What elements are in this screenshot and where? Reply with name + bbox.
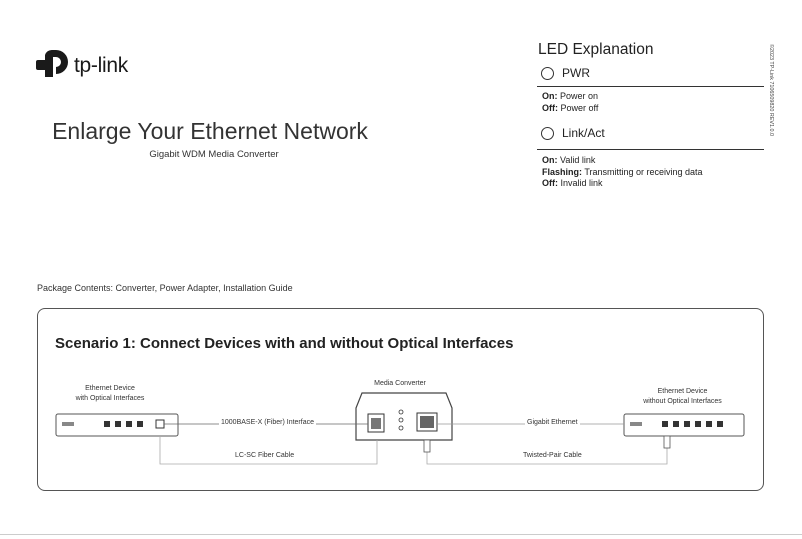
fiber-interface-label: 1000BASE-X (Fiber) Interface — [219, 419, 316, 426]
tp-link-logo — [36, 49, 68, 77]
scenario-panel — [37, 308, 764, 491]
fiber-cable-bracket — [159, 436, 378, 465]
led-pwr-row: PWR — [541, 66, 590, 80]
document-code: ©2023 TP-Link 7106509820 REV1.0.0 — [768, 44, 775, 136]
led-section-title: LED Explanation — [538, 41, 654, 58]
led-pwr-label: PWR — [562, 66, 590, 80]
right-device-label: Ethernet Device without Optical Interfac… — [643, 388, 722, 405]
media-converter-device — [355, 392, 453, 441]
brand-name: tp-link — [74, 54, 128, 77]
svg-text:©2023 TP-Link 7106509820 REV1.: ©2023 TP-Link 7106509820 REV1.0.0 — [768, 44, 775, 136]
right-ethernet-device — [623, 413, 745, 437]
package-contents: Package Contents: Converter, Power Adapt… — [37, 283, 293, 293]
divider — [537, 86, 764, 87]
media-converter-label: Media Converter — [374, 380, 426, 387]
twisted-cable-bracket — [426, 436, 668, 465]
led-linkact-label: Link/Act — [562, 126, 605, 140]
page-subtitle: Gigabit WDM Media Converter — [149, 149, 279, 160]
twisted-pair-label: Twisted-Pair Cable — [521, 452, 584, 459]
left-ethernet-device — [55, 413, 179, 437]
led-linkact-description: On: Valid link Flashing: Transmitting or… — [542, 155, 703, 188]
fiber-cable-label: LC-SC Fiber Cable — [233, 452, 297, 459]
led-linkact-row: Link/Act — [541, 126, 605, 140]
page-title: Enlarge Your Ethernet Network — [52, 118, 368, 144]
left-device-label: Ethernet Device with Optical Interfaces — [75, 385, 145, 402]
led-pwr-description: On: Power on Off: Power off — [542, 91, 599, 113]
scenario-title: Scenario 1: Connect Devices with and wit… — [55, 335, 514, 352]
gigabit-ethernet-label: Gigabit Ethernet — [525, 419, 580, 426]
divider — [537, 149, 764, 150]
led-linkact-icon — [541, 126, 554, 140]
bottom-divider — [0, 534, 802, 535]
led-pwr-icon — [541, 66, 554, 80]
